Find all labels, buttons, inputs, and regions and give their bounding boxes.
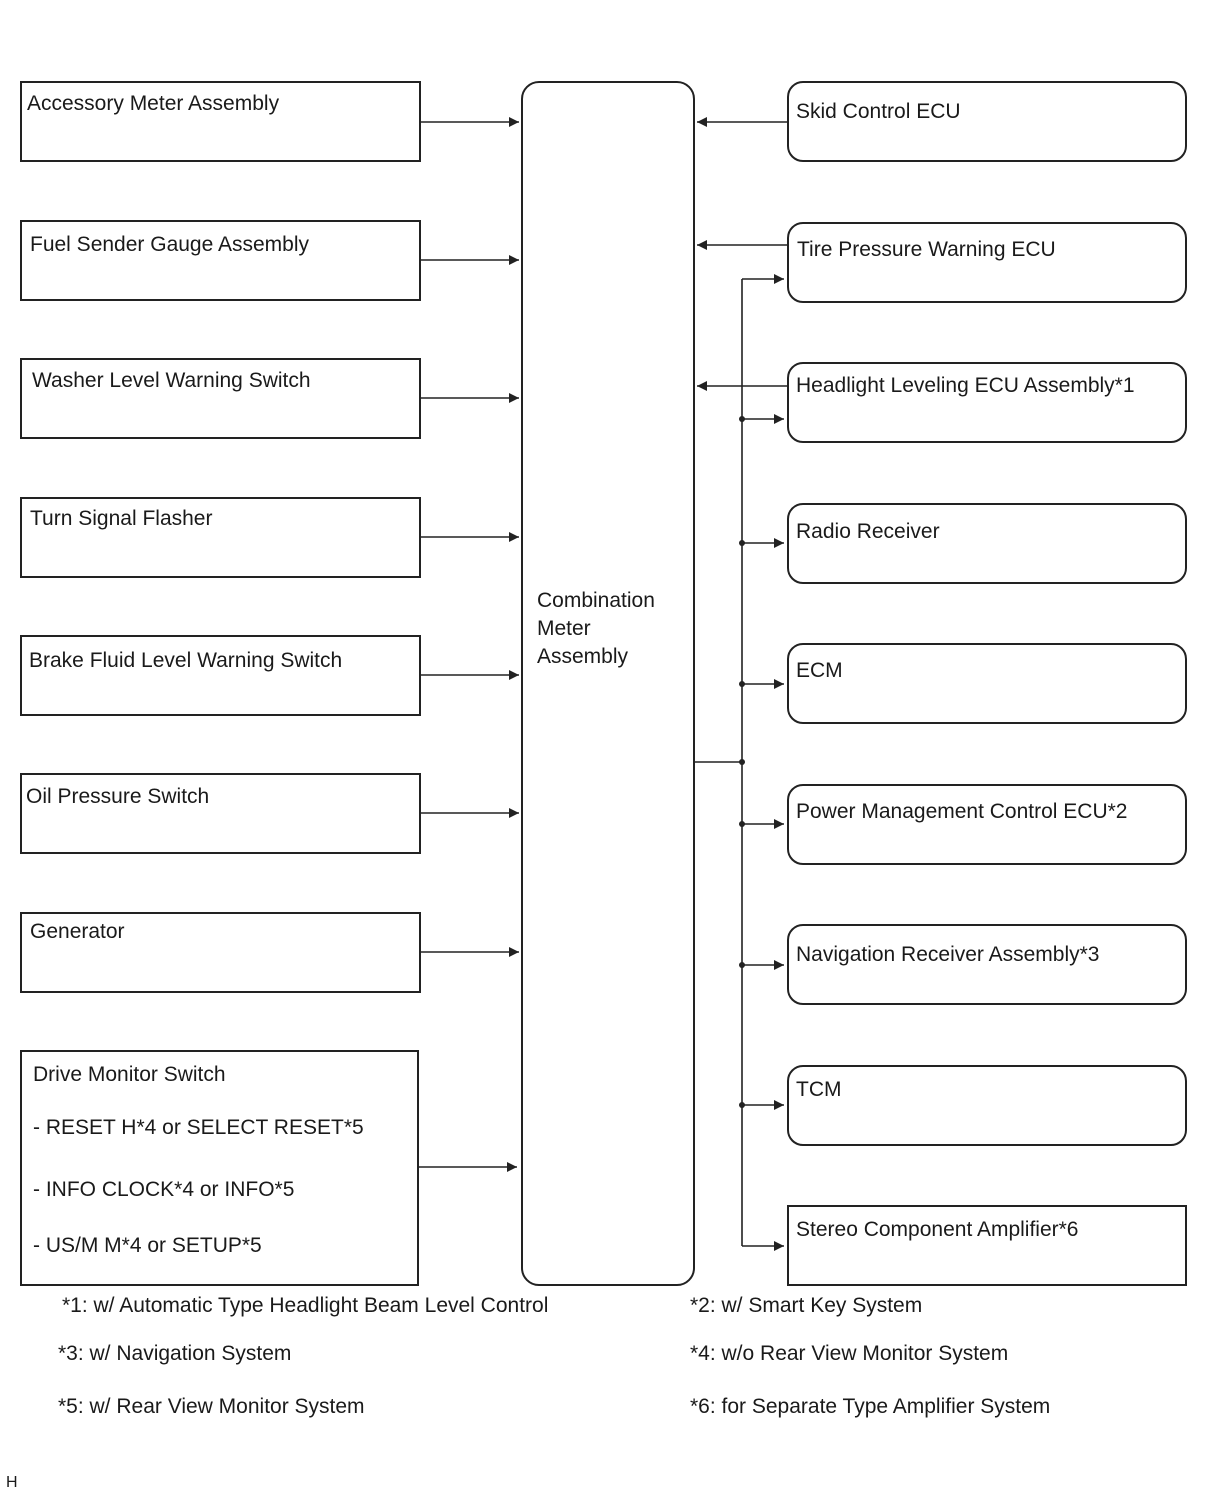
junction-dot <box>739 540 745 546</box>
output-box-tire-pressure <box>787 222 1187 303</box>
output-box-stereo-amplifier <box>787 1205 1187 1286</box>
center-label-line: Assembly <box>537 645 629 668</box>
junction-dot <box>739 821 745 827</box>
input-box-fuel-sender <box>20 220 421 301</box>
output-label: Stereo Component Amplifier*6 <box>796 1218 1079 1241</box>
footnote: *6: for Separate Type Amplifier System <box>690 1395 1051 1418</box>
output-box-headlight-leveling <box>787 362 1187 443</box>
output-box-ecm <box>787 643 1187 724</box>
input-box-brake-fluid <box>20 635 421 716</box>
corner-mark: H <box>6 1474 18 1491</box>
output-label: Radio Receiver <box>796 520 940 543</box>
input-box-turn-signal <box>20 497 421 578</box>
output-box-skid-control <box>787 81 1187 162</box>
drive-monitor-item: - US/M M*4 or SETUP*5 <box>33 1234 262 1257</box>
drive-monitor-item: - RESET H*4 or SELECT RESET*5 <box>33 1116 364 1139</box>
output-label: ECM <box>796 659 843 682</box>
input-label: Accessory Meter Assembly <box>27 92 280 115</box>
input-label: Turn Signal Flasher <box>30 507 213 530</box>
output-box-power-management <box>787 784 1187 865</box>
junction-dot <box>739 1102 745 1108</box>
center-label-line: Meter <box>537 617 591 640</box>
combination-meter-label: Combination Meter Assembly <box>537 587 655 671</box>
footnote: *5: w/ Rear View Monitor System <box>58 1395 365 1418</box>
junction-dot <box>739 416 745 422</box>
input-label: Washer Level Warning Switch <box>32 369 311 392</box>
combination-meter-box <box>521 81 695 1286</box>
input-label: Fuel Sender Gauge Assembly <box>30 233 309 256</box>
input-box-drive-monitor <box>20 1050 419 1286</box>
input-box-washer-level <box>20 358 421 439</box>
drive-monitor-item: - INFO CLOCK*4 or INFO*5 <box>33 1178 295 1201</box>
center-label-line: Combination <box>537 589 655 612</box>
output-box-radio-receiver <box>787 503 1187 584</box>
drive-monitor-title: Drive Monitor Switch <box>33 1063 226 1086</box>
junction-dot <box>739 759 745 765</box>
input-box-accessory-meter <box>20 81 421 162</box>
footnote: *4: w/o Rear View Monitor System <box>690 1342 1009 1365</box>
input-box-generator <box>20 912 421 993</box>
junction-dot <box>739 962 745 968</box>
junction-dot <box>739 681 745 687</box>
output-label: Navigation Receiver Assembly*3 <box>796 943 1100 966</box>
footnote: *1: w/ Automatic Type Headlight Beam Lev… <box>62 1294 549 1317</box>
output-box-tcm <box>787 1065 1187 1146</box>
input-box-oil-pressure <box>20 773 421 854</box>
output-label: TCM <box>796 1078 842 1101</box>
input-label: Generator <box>30 920 125 943</box>
output-label: Power Management Control ECU*2 <box>796 800 1128 823</box>
output-label: Tire Pressure Warning ECU <box>797 238 1056 261</box>
input-label: Oil Pressure Switch <box>26 785 210 808</box>
footnote: *3: w/ Navigation System <box>58 1342 292 1365</box>
output-box-navigation <box>787 924 1187 1005</box>
output-label: Skid Control ECU <box>796 100 961 123</box>
output-label: Headlight Leveling ECU Assembly*1 <box>796 374 1135 397</box>
input-label: Brake Fluid Level Warning Switch <box>29 649 343 672</box>
footnote: *2: w/ Smart Key System <box>690 1294 923 1317</box>
